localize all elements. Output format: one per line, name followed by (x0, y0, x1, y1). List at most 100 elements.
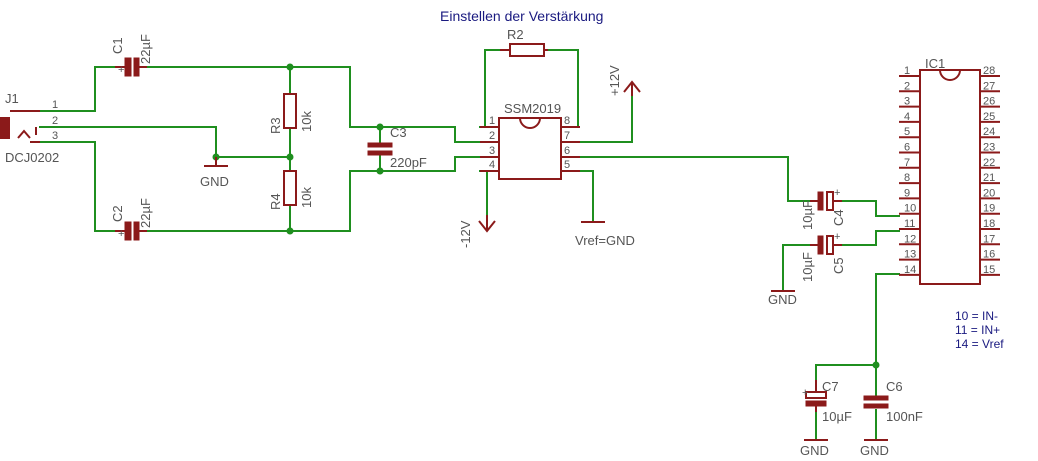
c2-plate-pos (124, 221, 132, 241)
r2-body (509, 43, 545, 57)
ssm-pin-2: 2 (489, 130, 495, 142)
r2-ref: R2 (507, 27, 524, 42)
gnd-symbol-c5: GND (768, 290, 797, 307)
ssm-pin-8: 8 (564, 115, 570, 127)
ic-ssm2019: SSM2019 1 2 3 4 5 6 7 8 (480, 101, 580, 180)
ic1-body (919, 69, 981, 285)
ic1-pin-9: 9 (904, 187, 910, 199)
wire-c4-ic10 (841, 200, 900, 217)
ic1-pin-15: 15 (983, 264, 995, 276)
wire-plus12 (567, 89, 633, 143)
c6-plate-top (863, 395, 889, 401)
ic1-pin-2: 2 (904, 80, 910, 92)
wire-j1-gnd (39, 126, 217, 158)
gnd-label-c7: GND (800, 443, 829, 458)
note-in-plus: 11 = IN+ (955, 323, 1000, 337)
supply-minus12: -12V (458, 215, 496, 248)
c5-plate-neg (817, 235, 824, 255)
ic1-pin-8: 8 (904, 172, 910, 184)
wire-ic11-c5 (841, 230, 900, 246)
ic1-pin-27: 27 (983, 80, 995, 92)
junction (376, 167, 384, 175)
connector-j1: J1 DCJ0202 1 2 3 (0, 91, 59, 165)
wire-out-c4 (567, 156, 811, 202)
ic1-pin-19: 19 (983, 203, 995, 215)
junction (376, 123, 384, 131)
ic1-pin-25: 25 (983, 111, 995, 123)
ic1-pin-12: 12 (904, 233, 916, 245)
resistor-r2: R2 (500, 27, 548, 57)
gnd-label-c5: GND (768, 292, 797, 307)
ssm-pin-7: 7 (564, 130, 570, 142)
ic1-pin-24: 24 (983, 126, 995, 138)
c4-plus: + (834, 187, 840, 199)
j1-pin-2: 2 (52, 115, 58, 127)
ic1-pin-16: 16 (983, 249, 995, 261)
ic1-pins: 1234567891011121314282726252423222120191… (899, 65, 1000, 276)
junction (286, 153, 294, 161)
c7-plate-neg (805, 400, 827, 407)
ic1-pin-23: 23 (983, 142, 995, 154)
ssm2019-notch (519, 117, 541, 129)
junction (872, 361, 880, 369)
ssm-pin-6: 6 (564, 145, 570, 157)
ssm-pin-4: 4 (489, 159, 495, 171)
ic1-ref: IC1 (925, 56, 945, 71)
c1-ref: C1 (110, 37, 125, 54)
capacitor-c4: + 10µF C4 (800, 187, 846, 230)
wire-c5-gnd (782, 244, 811, 291)
c5-plate-pos (826, 235, 834, 255)
ic1-pin-10: 10 (904, 203, 916, 215)
ic1-pin-20: 20 (983, 187, 995, 199)
note-vref: 14 = Vref (955, 337, 1004, 351)
wire-to-pin3 (349, 156, 481, 232)
diagram-title: Einstellen der Verstärkung (440, 8, 603, 24)
c5-ref: C5 (831, 257, 846, 274)
ic-ic1: IC1 123456789101112131428272625242322212… (899, 56, 1000, 285)
capacitor-c1: + C1 22µF (110, 34, 153, 77)
j1-pin-3: 3 (52, 130, 58, 142)
gnd-symbol-1: GND (200, 157, 229, 189)
j1-part: DCJ0202 (5, 150, 59, 165)
gnd-symbol-vref: Vref=GND (575, 221, 635, 248)
supply-plus12: +12V (607, 65, 641, 96)
plus12-label: +12V (607, 65, 622, 96)
r3-body (283, 93, 297, 129)
c5-plus: + (834, 231, 840, 243)
ic1-pin-13: 13 (904, 249, 916, 261)
r4-body (283, 170, 297, 206)
c1-plus: + (118, 64, 124, 76)
ic1-pin-4: 4 (904, 111, 910, 123)
c4-plate-pos (826, 191, 834, 211)
c1-plate-pos (124, 57, 132, 77)
note-in-minus: 10 = IN- (955, 309, 998, 323)
gnd-label-1: GND (200, 174, 229, 189)
wire-j1-c1 (39, 66, 116, 112)
ic1-pin-6: 6 (904, 142, 910, 154)
ic1-pin-1: 1 (904, 65, 910, 77)
c7-value: 10µF (822, 409, 852, 424)
gnd-label-c6: GND (860, 443, 889, 458)
c7-plate-pos (805, 391, 827, 399)
c7-ref: C7 (822, 379, 839, 394)
capacitor-c6: C6 100nF (863, 379, 923, 424)
ic1-notch (939, 69, 961, 81)
ic1-pin-22: 22 (983, 157, 995, 169)
c3-plate-bot (367, 150, 393, 156)
c5-value: 10µF (800, 252, 815, 282)
c1-value: 22µF (138, 34, 153, 64)
c6-ref: C6 (886, 379, 903, 394)
jack-contact (17, 129, 31, 139)
ic1-pin-7: 7 (904, 157, 910, 169)
c2-value: 22µF (138, 198, 153, 228)
wires (39, 49, 900, 441)
c4-value: 10µF (800, 200, 815, 230)
r3-value: 10k (299, 111, 314, 132)
wire-j1-c2 (39, 141, 116, 232)
wire-vref (567, 170, 594, 221)
c3-plate-top (367, 142, 393, 148)
ic1-pin-28: 28 (983, 65, 995, 77)
vref-label: Vref=GND (575, 233, 635, 248)
pin-notes: 10 = IN- 11 = IN+ 14 = Vref (955, 309, 1004, 351)
